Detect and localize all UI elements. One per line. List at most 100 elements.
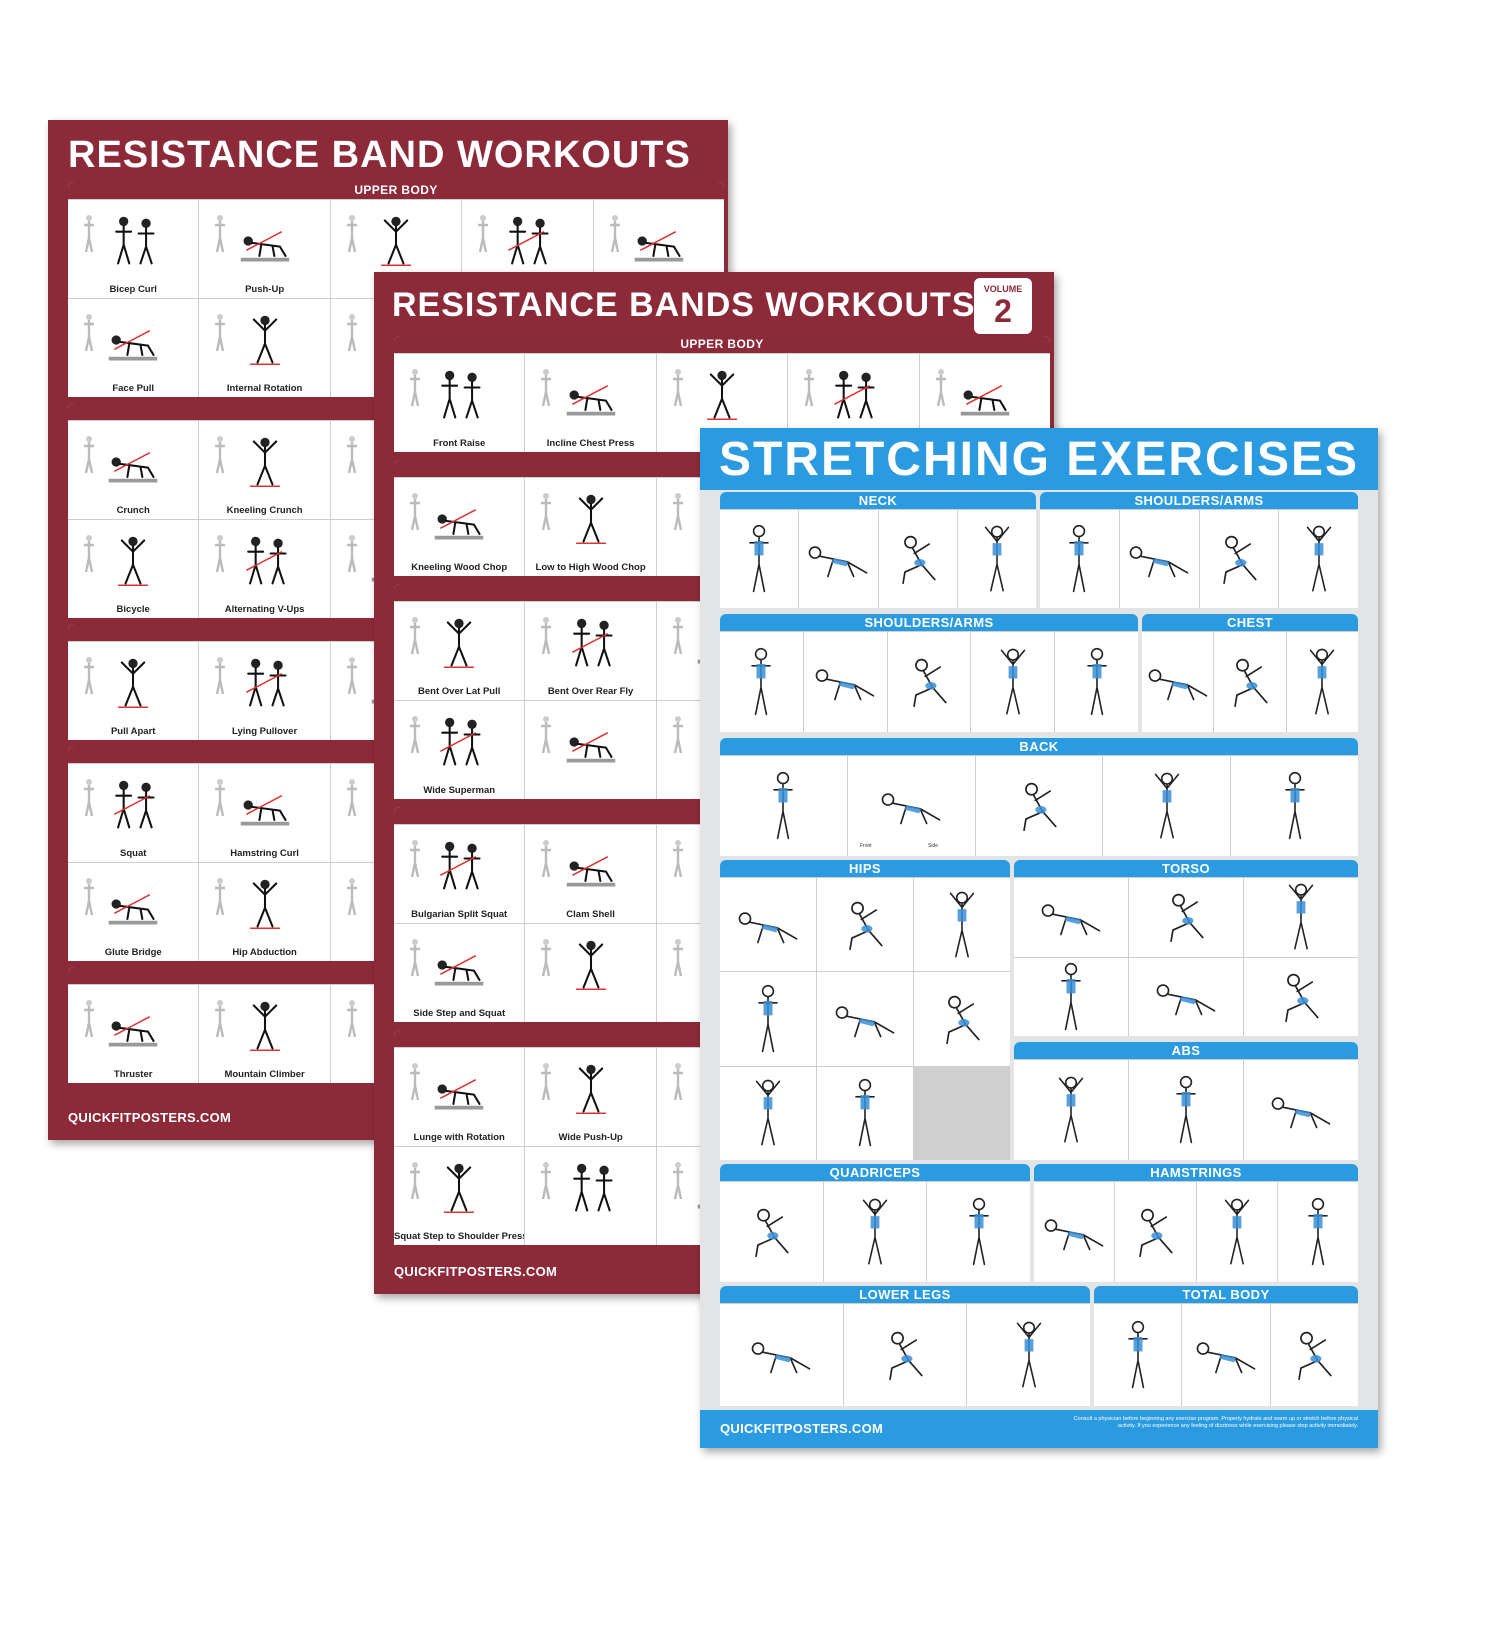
anatomy-figure-icon [213, 313, 227, 353]
anatomy-figure-icon [345, 877, 359, 917]
exercise-card: Face Pull [68, 299, 199, 397]
stretch-illustration-icon [720, 756, 847, 856]
neck-grid [720, 509, 1036, 608]
stretch-card [1182, 1304, 1270, 1406]
back-grid [720, 755, 1358, 856]
exercise-label: Lunge with Rotation [413, 1132, 505, 1143]
stretch-illustration-icon [1214, 632, 1285, 732]
exercise-card: Squat Step to Shoulder Press [394, 1147, 525, 1245]
anatomy-figure-icon [345, 778, 359, 818]
exercise-label: Clam Shell [566, 909, 615, 920]
exercise-label: Alternating V-Ups [224, 604, 305, 615]
section-torso: TORSO [1014, 860, 1358, 1036]
exercise-illustration-icon [368, 212, 424, 270]
anatomy-figure-icon [345, 999, 359, 1039]
section-header-hamstrings: HAMSTRINGS [1034, 1164, 1358, 1181]
anatomy-figure-icon [213, 778, 227, 818]
back-sublabel-front: Front [860, 843, 872, 849]
exercise-card: Front Raise [394, 354, 525, 452]
stretch-card [967, 1304, 1090, 1406]
section-header-shoulders-arms-1: SHOULDERS/ARMS [1040, 492, 1358, 509]
poster-3-title: STRETCHING EXERCISES [718, 433, 1360, 486]
anatomy-figure-icon [213, 534, 227, 574]
hips-grid [720, 877, 1010, 1160]
section-header-torso: TORSO [1014, 860, 1358, 877]
exercise-card: Kneeling Crunch [199, 421, 330, 519]
anatomy-figure-icon [539, 492, 553, 532]
poster-2-footer: QUICKFITPOSTERS.COM [394, 1264, 558, 1279]
exercise-label: Bent Over Lat Pull [418, 686, 501, 697]
stretch-illustration-icon [720, 510, 798, 608]
exercise-illustration-icon [237, 997, 293, 1055]
stretch-illustration-icon [720, 1182, 823, 1282]
stretch-card [823, 1182, 927, 1282]
exercise-card: Bent Over Rear Fly [525, 602, 656, 700]
exercise-card [525, 1147, 656, 1245]
stretch-card [1119, 510, 1199, 608]
stretch-illustration-icon [967, 1304, 1090, 1406]
section-header-back: BACK [720, 738, 1358, 755]
exercise-label: Bicep Curl [109, 284, 157, 295]
stretch-card [1129, 878, 1243, 957]
exercise-card: Bent Over Lat Pull [394, 602, 525, 700]
stretch-illustration-icon [720, 972, 816, 1065]
exercise-illustration-icon [237, 875, 293, 933]
exercise-card: Wide Push-Up [525, 1048, 656, 1146]
exercise-card: Bicycle [68, 520, 199, 618]
anatomy-figure-icon [345, 214, 359, 254]
stretch-illustration-icon [720, 1304, 843, 1406]
stretch-card [720, 972, 816, 1066]
anatomy-figure-icon [345, 435, 359, 475]
stretch-illustration-icon [1094, 1304, 1181, 1406]
exercise-label: Crunch [116, 505, 150, 516]
exercise-illustration-icon [237, 654, 293, 712]
exercise-illustration-icon [105, 212, 161, 270]
stretch-card [847, 756, 975, 856]
section-header-shoulders-arms-2: SHOULDERS/ARMS [720, 614, 1138, 631]
exercise-illustration-icon [105, 532, 161, 590]
anatomy-figure-icon [802, 368, 816, 408]
exercise-card: Push-Up [199, 200, 330, 298]
section-header-total-body: TOTAL BODY [1094, 1286, 1358, 1303]
stretch-illustration-icon [1244, 958, 1358, 1037]
exercise-label: Lying Pullover [232, 726, 298, 737]
back-sublabel-side: Side [928, 843, 939, 849]
stretch-card [1286, 632, 1358, 732]
section-total-body: TOTAL BODY [1094, 1286, 1358, 1406]
exercise-card: Side Step and Squat [394, 924, 525, 1022]
anatomy-figure-icon [82, 877, 96, 917]
exercise-illustration-icon [237, 776, 293, 834]
stretch-card [914, 878, 1010, 972]
stretch-card [799, 510, 878, 608]
anatomy-figure-icon [408, 839, 422, 879]
anatomy-figure-icon [608, 214, 622, 254]
exercise-card: Thruster [68, 985, 199, 1083]
section-hips: HIPS [720, 860, 1010, 1160]
stretch-illustration-icon [817, 972, 913, 1065]
section-header: UPPER BODY [394, 336, 1050, 353]
stretch-illustration-icon [1271, 1304, 1358, 1406]
exercise-label: Wide Superman [423, 785, 496, 796]
stretch-illustration-icon [1040, 510, 1119, 608]
stretch-card [720, 1182, 823, 1282]
anatomy-figure-icon [82, 656, 96, 696]
anatomy-figure-icon [671, 616, 685, 656]
anatomy-figure-icon [345, 313, 359, 353]
stretch-card [1094, 1304, 1182, 1406]
exercise-label: Squat Step to Shoulder Press [394, 1231, 525, 1242]
stretch-illustration-icon [720, 878, 816, 971]
stretch-card [1244, 878, 1358, 957]
exercise-card: Hip Abduction [199, 863, 330, 961]
poster-3-title-bar [700, 428, 1378, 490]
exercise-card: Bicep Curl [68, 200, 199, 298]
exercise-card [525, 701, 656, 799]
volume-number: 2 [994, 293, 1012, 329]
section-header-neck: NECK [720, 492, 1036, 509]
anatomy-figure-icon [408, 368, 422, 408]
exercise-illustration-icon [563, 614, 619, 672]
anatomy-figure-icon [82, 435, 96, 475]
stretch-illustration-icon [1142, 632, 1213, 732]
stretch-card [975, 756, 1103, 856]
exercise-card: Crunch [68, 421, 199, 519]
poster-3-footer: QUICKFITPOSTERS.COM [720, 1421, 884, 1436]
